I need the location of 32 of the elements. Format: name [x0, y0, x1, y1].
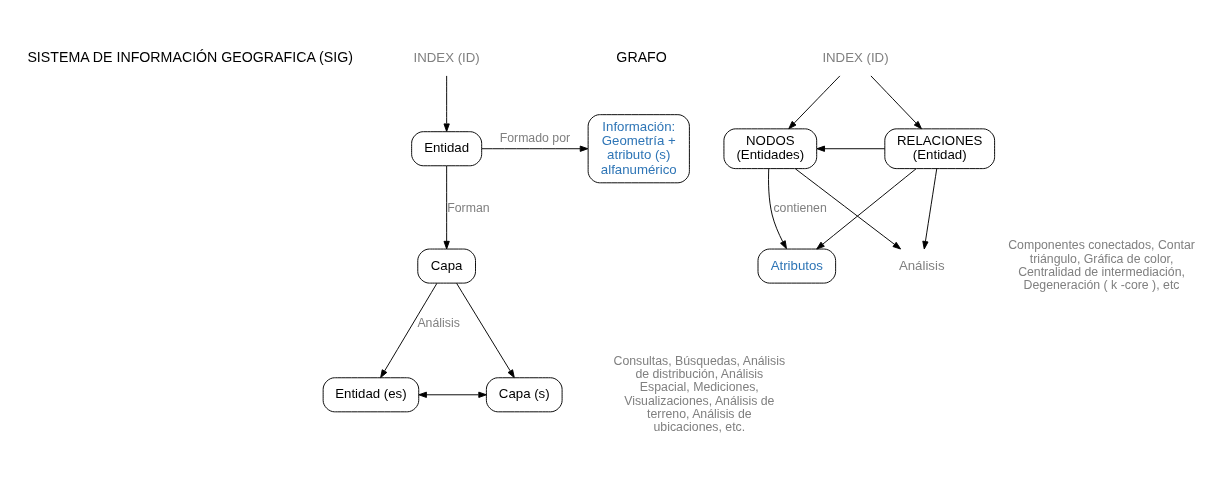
edge-label: Forman [447, 200, 490, 215]
edge-label: Formado por [499, 130, 571, 145]
edge-label: contienen [773, 200, 827, 215]
arrow [380, 282, 438, 378]
edge-label: Análisis [417, 315, 460, 330]
node-box: Capa [417, 248, 476, 284]
arrow [794, 167, 902, 249]
node-box: Información: Geometría + atributo (s) alfanumérico [587, 113, 690, 183]
node-box: RELACIONES (Entidad) [884, 127, 996, 169]
arrow [481, 145, 589, 152]
node-box: Entidad (es) [322, 376, 420, 412]
arrow [768, 167, 787, 249]
arrow [443, 74, 450, 132]
node-text: INDEX (ID) [822, 49, 889, 65]
arrow [816, 145, 886, 152]
label: SISTEMA DE INFORMACIÓN GEOGRAFICA (SIG) [27, 48, 353, 65]
arrow [788, 74, 841, 129]
node-box: NODOS (Entidades) [723, 127, 818, 169]
arrow [456, 282, 515, 378]
arrow [922, 167, 938, 249]
label: GRAFO [616, 48, 667, 65]
arrow [443, 165, 450, 249]
label: Componentes conectados, Contar triángulo, Gráfica de color, Centralidad de intermediación, Degeneración ( k -core ), etc [1008, 237, 1195, 292]
arrow [418, 391, 487, 398]
label: Consultas, Búsquedas, Análisis de distribución, Análisis Espacial, Mediciones, Visualizaciones, Análisis de terreno, Análisis de ubicaciones, etc. [613, 353, 786, 434]
node-text: INDEX (ID) [413, 49, 480, 65]
node-box: Atributos [757, 248, 837, 284]
arrow [816, 167, 917, 249]
node-box: Entidad [411, 130, 483, 166]
arrow [870, 74, 922, 129]
node-text: Análisis [898, 257, 945, 273]
node-box: Capa (s) [485, 376, 563, 412]
